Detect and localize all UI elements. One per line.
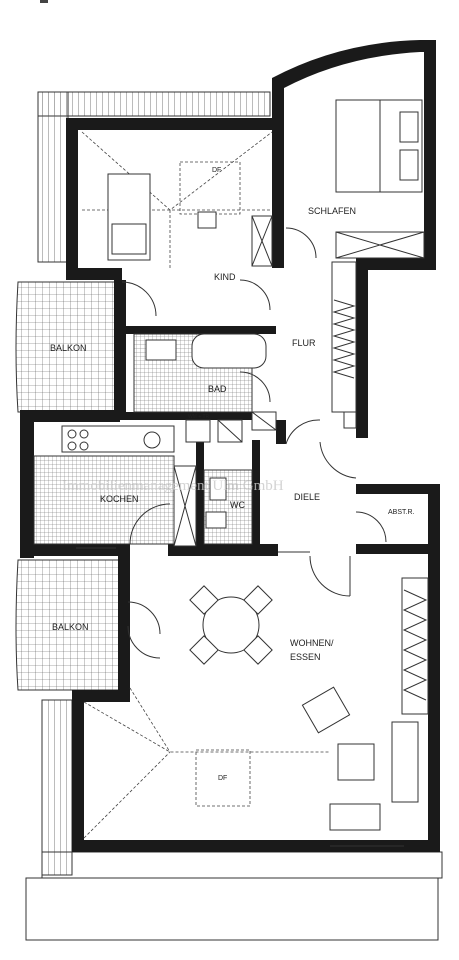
corner-mark	[40, 0, 48, 3]
wc-room	[203, 469, 253, 545]
label-diele: DIELE	[294, 492, 320, 502]
watermark: Immobilienmanagement Ulm GmbH	[62, 478, 284, 494]
kind-room	[81, 131, 273, 317]
label-bad: BAD	[208, 384, 227, 394]
label-essen: ESSEN	[290, 652, 321, 662]
wohnen-room	[76, 547, 429, 847]
bad-room	[133, 333, 277, 443]
label-kind: KIND	[214, 272, 236, 282]
label-df-bottom: DF	[218, 775, 227, 782]
label-abstr: ABST.R.	[388, 509, 415, 516]
label-balkon-top: BALKON	[50, 343, 87, 353]
label-balkon-bottom: BALKON	[52, 622, 89, 632]
walls	[20, 40, 440, 852]
flur-wardrobe	[331, 261, 357, 429]
label-wc: WC	[230, 500, 245, 510]
roof-hatch-top	[37, 91, 271, 263]
label-df-top: DF	[212, 167, 221, 174]
balcony-bottom	[15, 559, 121, 691]
schlafen-room	[285, 99, 425, 259]
diele-room	[278, 419, 387, 597]
label-wm-tr: WM + TR	[188, 414, 210, 420]
label-schlafen: SCHLAFEN	[308, 206, 356, 216]
label-flur: FLUR	[292, 338, 316, 348]
label-wohnen: WOHNEN/	[290, 638, 334, 648]
label-kochen: KOCHEN	[100, 494, 139, 504]
kochen-room	[33, 425, 197, 547]
